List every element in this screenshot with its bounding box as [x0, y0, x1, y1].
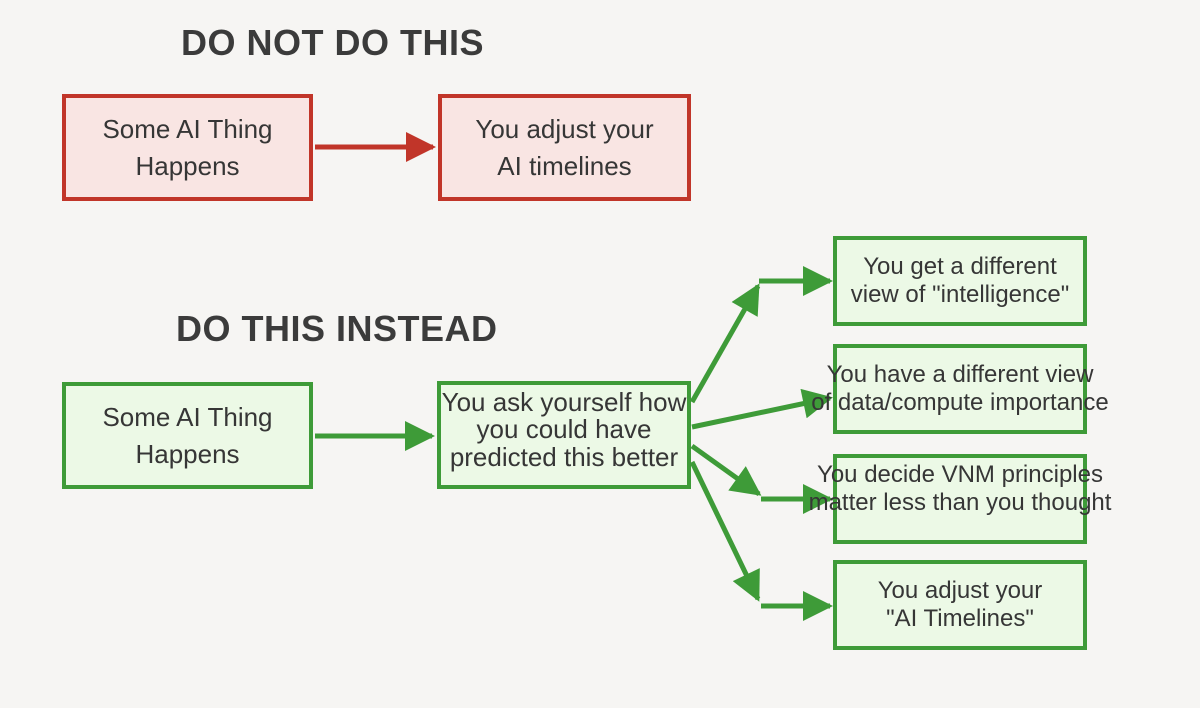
red-box-some-ai-thing: Some AI Thing Happens — [62, 94, 313, 201]
green-box-some-ai-thing: Some AI Thing Happens — [62, 382, 313, 489]
connector-intelligence-diagonal — [689, 283, 761, 404]
outcome-box-vnm-principles: You decide VNM principles matter less th… — [809, 454, 1111, 544]
outcome-box-intelligence: You get a different view of "intelligenc… — [833, 236, 1087, 326]
green-box-ask-yourself: You ask yourself how you could have pred… — [437, 381, 691, 489]
outcome-box-ai-timelines: You adjust your "AI Timelines" — [833, 560, 1087, 650]
outcome-box-data-compute: You have a different view of data/comput… — [811, 344, 1109, 434]
red-box-adjust-timelines: You adjust your AI timelines — [438, 94, 691, 201]
do-not-title: DO NOT DO THIS — [181, 22, 484, 63]
connector-data-compute — [691, 388, 833, 430]
do-instead-title: DO THIS INSTEAD — [176, 308, 498, 349]
connector-vnm-diagonal — [690, 443, 762, 497]
connector-timelines-diagonal — [689, 460, 761, 602]
